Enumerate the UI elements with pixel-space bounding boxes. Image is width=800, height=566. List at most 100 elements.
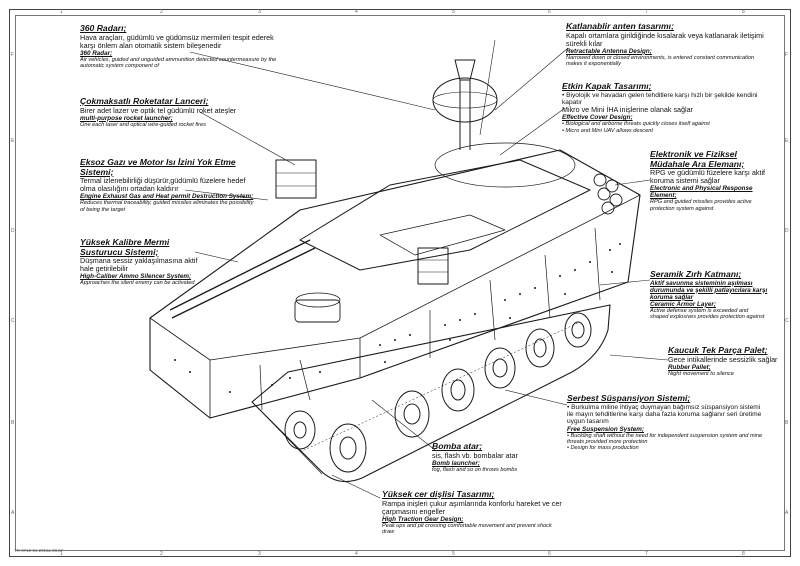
- callout-title: 360 Radarı;: [80, 23, 127, 33]
- callout-title: Bomba atar;: [432, 441, 483, 451]
- grid-number-bottom: 8: [742, 551, 745, 557]
- callout-text-tr: Rampa inişleri çukur aşımlarında konforl…: [382, 498, 562, 516]
- grid-number-bottom: 1: [60, 551, 63, 557]
- callout-hatch: Etkin Kapak Tasarımı; Biyolojik ve havad…: [562, 81, 762, 134]
- sheet-inner-frame: [15, 15, 785, 551]
- callout-text-en: Air vehicles, guided and unguided ammuni…: [80, 56, 277, 70]
- grid-number-top: 5: [452, 9, 455, 15]
- grid-number-bottom: 4: [355, 551, 358, 557]
- callout-title-en: 360 Radar;: [80, 49, 113, 57]
- grid-letter-left: F: [11, 52, 15, 58]
- callout-text-tr: RPG ve güdümlü füzelere karşı aktif koru…: [650, 168, 766, 186]
- rocket-launchers: [275, 159, 449, 285]
- vehicle-track: [251, 304, 611, 483]
- callout-bullet-en: Biological and airborne threats quickly …: [562, 121, 762, 127]
- grid-number-top: 8: [742, 9, 745, 15]
- callout-electronic-response: Elektronik ve Fiziksel Müdahale Ara Elem…: [650, 149, 768, 212]
- callout-text-en: Narrowed down or closed environments, is…: [566, 54, 755, 68]
- callout-text-en: One each laser and optical wire-guided r…: [80, 121, 206, 128]
- callout-text-tr: Gece intikallerinde sessizlik sağlar: [668, 354, 778, 364]
- callout-text-tr: Düşmana sessiz yaklaşılmasına aktif hale…: [80, 256, 198, 274]
- grid-letter-right: C: [785, 318, 789, 324]
- callout-title-en: multi-purpose rocket launcher;: [80, 114, 173, 122]
- grid-letter-left: D: [11, 228, 15, 234]
- callout-text-en: fog, flash and so on throws bombs: [432, 466, 518, 473]
- callout-title: Kaucuk Tek Parça Palet;: [668, 345, 768, 355]
- callout-text-en: Night movement to silence: [668, 370, 734, 377]
- vehicle-turret: [169, 142, 591, 323]
- callout-bomb-launcher: Bomba atar; sis, flash vb. bombalar atar…: [432, 441, 562, 473]
- callout-bullet-en: Design for mass production: [567, 445, 767, 451]
- road-wheels: [284, 312, 592, 473]
- callout-title-en: Electronic and Physical Response Element…: [650, 185, 753, 200]
- callout-bullet-tr: Burkulma miline ihtiyaç duymayan bağımsı…: [567, 404, 767, 426]
- callout-title-en: Effective Cover Design;: [562, 114, 633, 122]
- callout-title-en: Retractable Antenna Design;: [566, 47, 652, 55]
- callout-title: Yüksek cer dişlisi Tasarımı;: [382, 489, 495, 499]
- callout-bullet-en: Micro and Mini UAV allows descent: [562, 128, 762, 134]
- drawing-reference: TR-0718-01 2016a 08.07: [14, 548, 64, 553]
- grid-number-top: 1: [60, 9, 63, 15]
- callout-silencer: Yüksek Kalibre Mermi Susturucu Sistemi; …: [80, 237, 210, 287]
- grid-letter-left: A: [11, 510, 15, 516]
- grid-letter-right: F: [785, 52, 789, 58]
- leader-lines: [184, 47, 669, 499]
- callout-text-tr: Aktif savunma sisteminin aşılması durumu…: [650, 279, 768, 301]
- grid-number-bottom: 3: [258, 551, 261, 557]
- callout-title: Seramik Zırh Katmanı;: [650, 269, 742, 279]
- radar-mast: [432, 39, 498, 150]
- grid-number-top: 6: [548, 9, 551, 15]
- grid-number-bottom: 5: [452, 551, 455, 557]
- callout-title: Çokmaksatlı Roketatar Lanceri;: [80, 96, 209, 106]
- callout-title: Elektronik ve Fiziksel Müdahale Ara Elem…: [650, 149, 745, 169]
- callout-title-en: Engine Exhaust Gas and Heat permit Destr…: [80, 193, 254, 201]
- grid-letter-left: C: [11, 318, 15, 324]
- callout-bullet-tr: Mikro ve Mini İHA inişlerine olanak sağl…: [562, 105, 694, 115]
- callout-rubber-pallet: Kaucuk Tek Parça Palet; Gece intikalleri…: [668, 345, 783, 377]
- grid-letter-left: E: [11, 138, 15, 144]
- grid-letter-right: E: [785, 138, 789, 144]
- callout-radar: 360 Radarı; Hava araçları, güdümlü ve gü…: [80, 23, 290, 70]
- callout-title-en: Free Suspension System;: [567, 425, 644, 433]
- grid-number-top: 4: [355, 9, 358, 15]
- grid-letter-left: B: [11, 420, 15, 426]
- callout-ceramic-armor: Seramik Zırh Katmanı; Aktif savunma sist…: [650, 269, 768, 321]
- callout-title: Yüksek Kalibre Mermi Susturucu Sistemi;: [80, 237, 170, 257]
- callout-bullet-tr: Biyolojik ve havadan gelen tehditlere ka…: [562, 92, 762, 107]
- armor-rivets: [174, 243, 621, 393]
- callout-text-en: Reduces thermal traceability, guided mis…: [80, 200, 254, 213]
- callout-text-en: Active defense system is exceeded and sh…: [650, 307, 765, 321]
- callout-title-en: Rubber Pallet;: [668, 363, 711, 371]
- smoke-dischargers: [593, 173, 623, 215]
- vehicle-hull: [149, 149, 641, 419]
- callout-rocket-launcher: Çokmaksatlı Roketatar Lanceri; Birer ade…: [80, 96, 280, 128]
- callout-text-en: Peak ups and pit crossing comfortable mo…: [382, 522, 552, 536]
- callout-title: Katlanablir anten tasarımı;: [566, 21, 674, 31]
- callout-traction-gear: Yüksek cer dişlisi Tasarımı; Rampa inişl…: [382, 489, 562, 536]
- grid-number-top: 2: [160, 9, 163, 15]
- callout-bullet-en: Buckling shaft without the need for inde…: [567, 433, 767, 446]
- grid-number-top: 7: [645, 9, 648, 15]
- callout-text-tr: Termal izlenebilirliği düşürür,güdümlü f…: [80, 176, 246, 194]
- callout-title-en: High-Caliber Ammo Silencer System;: [80, 273, 192, 281]
- callout-text-tr: sis, flash vb. bombalar atar: [432, 450, 518, 460]
- callout-title: Eksoz Gazı ve Motor Isı İzini Yok Etme S…: [80, 157, 236, 177]
- grid-number-bottom: 6: [548, 551, 551, 557]
- grid-letter-right: B: [785, 420, 789, 426]
- callout-title-en: Bomb launcher;: [432, 459, 480, 467]
- callout-text-tr: Hava araçları, güdümlü ve güdümsüz mermi…: [80, 32, 274, 50]
- callout-text-en: Approaches the silent enemy can be activ…: [80, 280, 195, 287]
- callout-title: Serbest Süspansiyon Sistemi;: [567, 393, 691, 403]
- callout-exhaust-system: Eksoz Gazı ve Motor Isı İzini Yok Etme S…: [80, 157, 255, 213]
- callout-antenna: Katlanablir anten tasarımı; Kapalı ortam…: [566, 21, 766, 68]
- callout-suspension: Serbest Süspansiyon Sistemi; Burkulma mi…: [567, 393, 767, 452]
- grid-number-bottom: 7: [645, 551, 648, 557]
- grid-letter-right: A: [785, 510, 789, 516]
- grid-number-top: 3: [258, 9, 261, 15]
- sheet-outer-frame: [9, 9, 791, 557]
- callout-title-en: Ceramic Armor Layer;: [650, 300, 716, 308]
- callout-text-en: RPG and guided missiles provides active …: [650, 199, 752, 212]
- callout-title-en: High Traction Gear Design;: [382, 515, 464, 523]
